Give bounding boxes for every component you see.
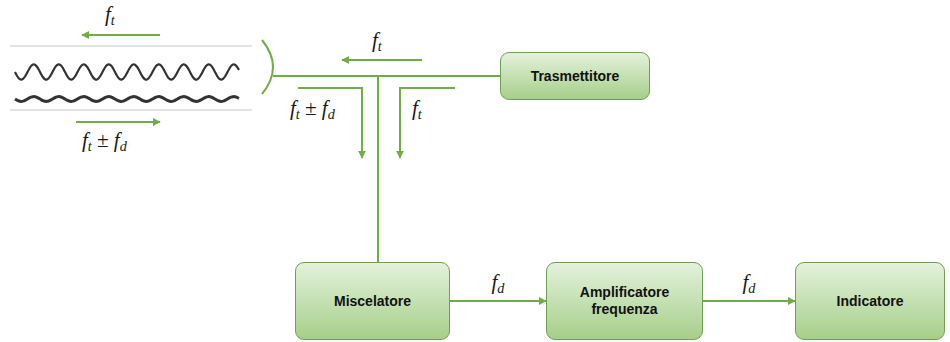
subscript: t xyxy=(88,138,92,154)
subscript: d xyxy=(748,279,755,295)
process-box: Trasmettitore xyxy=(500,52,650,100)
subscript: t xyxy=(111,12,115,28)
symbol-text: f xyxy=(82,128,88,152)
guide-line xyxy=(10,46,252,47)
wave-illustration xyxy=(10,35,252,122)
subscript: t xyxy=(378,38,382,54)
symbol-text: f xyxy=(412,96,418,120)
symbol-text: ± f xyxy=(300,96,328,120)
waveguide-line xyxy=(273,75,378,77)
antenna-dish xyxy=(262,40,273,94)
edge-label: fd xyxy=(741,270,758,295)
signal-arrow xyxy=(342,59,422,61)
box-label: Trasmettitore xyxy=(531,68,620,85)
connector-arrow xyxy=(378,76,500,262)
direction-arrow xyxy=(76,121,160,123)
box-label: Miscelatore xyxy=(334,293,411,310)
frequency-label: ft ± fd xyxy=(288,96,337,121)
box-label: Indicatore xyxy=(837,293,904,310)
subscript: d xyxy=(120,138,127,154)
symbol-text: f xyxy=(290,96,296,120)
process-box: Indicatore xyxy=(795,262,945,340)
subscript: t xyxy=(418,106,422,122)
subscript: d xyxy=(328,106,335,122)
symbol-text: f xyxy=(372,28,378,52)
box-label: Amplificatore frequenza xyxy=(555,284,694,318)
reflected-wave xyxy=(15,97,239,102)
process-box: Miscelatore xyxy=(295,262,450,340)
connector-arrow xyxy=(703,300,795,302)
connector-arrow xyxy=(450,300,546,302)
symbol-text: f xyxy=(492,270,498,294)
signal-arrow xyxy=(298,88,362,158)
guide-line xyxy=(10,110,252,111)
frequency-label: ft xyxy=(410,96,424,121)
subscript: t xyxy=(296,106,300,122)
direction-arrow xyxy=(82,34,160,36)
symbol-text: ± f xyxy=(92,128,120,152)
frequency-label: ft ± fd xyxy=(80,128,129,153)
subscript: d xyxy=(497,279,504,295)
process-box: Amplificatore frequenza xyxy=(546,262,703,340)
signal-arrow xyxy=(400,88,455,158)
edge-label: fd xyxy=(490,270,507,295)
frequency-label: ft xyxy=(103,2,117,27)
frequency-label: ft xyxy=(370,28,384,53)
symbol-text: f xyxy=(743,270,749,294)
transmitted-wave xyxy=(15,64,239,79)
symbol-text: f xyxy=(105,2,111,26)
